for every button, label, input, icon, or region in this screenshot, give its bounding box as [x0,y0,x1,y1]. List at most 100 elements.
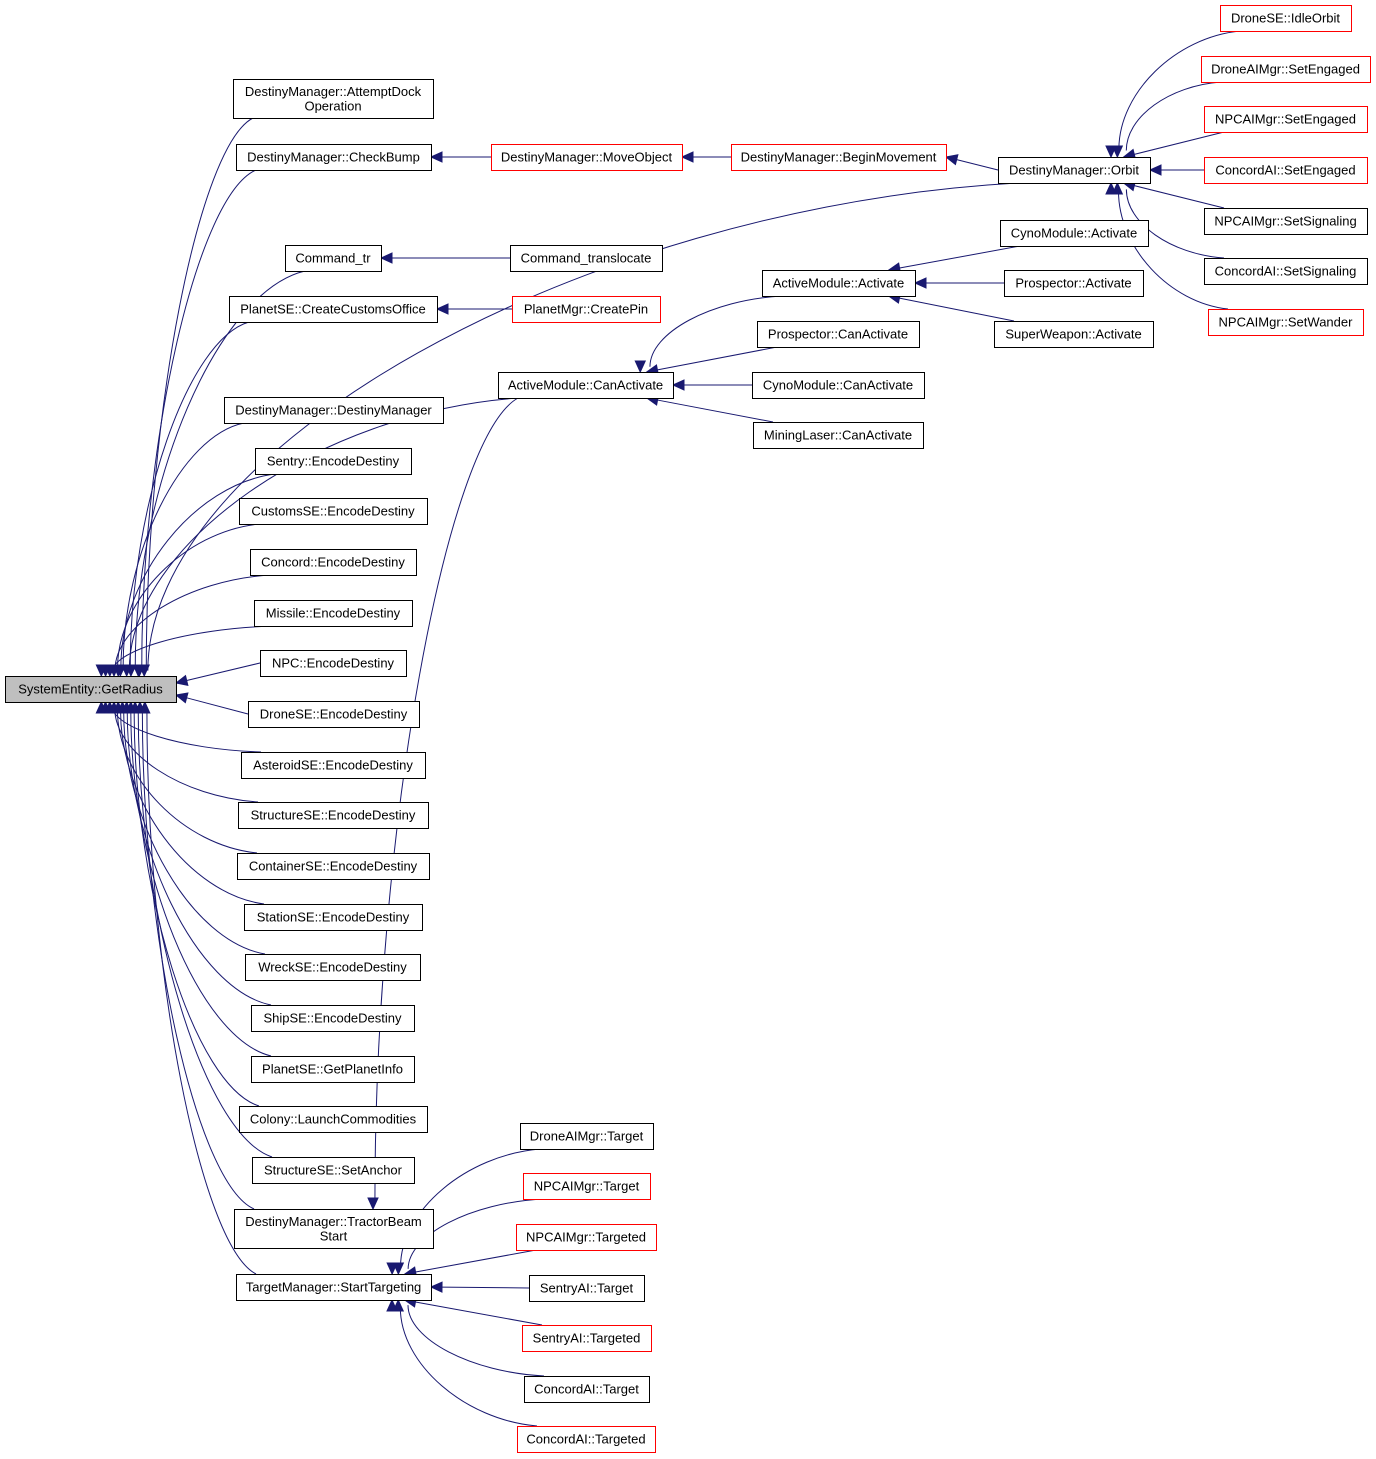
node-box[interactable] [757,321,920,348]
node-super-weapon-activate[interactable]: SuperWeapon::Activate [994,321,1154,348]
node-box[interactable] [529,1275,645,1302]
node-sentry-aitargeted[interactable]: SentryAI::Targeted [522,1325,652,1352]
node-box[interactable] [516,1224,657,1251]
node-box[interactable] [1220,5,1352,32]
node-box[interactable] [994,321,1154,348]
node-box[interactable] [523,1173,651,1200]
node-box[interactable] [731,144,947,171]
node-box[interactable] [998,157,1151,184]
node-npc-aiset-signaling[interactable]: NPCAIMgr::SetSignaling [1204,208,1368,235]
node-am-activate[interactable]: ActiveModule::Activate [762,270,916,297]
node-box[interactable] [1004,270,1144,297]
node-box[interactable] [255,448,412,475]
node-box[interactable] [245,954,421,981]
node-create-pin[interactable]: PlanetMgr::CreatePin [512,296,661,323]
node-npc-aiset-engaged[interactable]: NPCAIMgr::SetEngaged [1204,106,1368,133]
node-box[interactable] [236,144,432,171]
node-box[interactable] [285,245,382,272]
node-mining-can-activate[interactable]: MiningLaser::CanActivate [753,422,924,449]
node-drone-aitarget[interactable]: DroneAIMgr::Target [520,1123,654,1150]
node-box[interactable] [1204,258,1368,285]
node-box[interactable] [1000,220,1149,247]
node-box[interactable] [229,296,438,323]
node-move-object[interactable]: DestinyManager::MoveObject [491,144,683,171]
node-ship-encode[interactable]: ShipSE::EncodeDestiny [251,1005,415,1032]
node-root[interactable]: SystemEntity::GetRadius [5,676,177,703]
node-npc-aitargeted[interactable]: NPCAIMgr::Targeted [516,1224,657,1251]
node-box[interactable] [5,676,177,703]
node-box[interactable] [522,1325,652,1352]
node-begin-movement[interactable]: DestinyManager::BeginMovement [731,144,947,171]
node-start-targeting[interactable]: TargetManager::StartTargeting [236,1274,432,1301]
node-box[interactable] [498,372,674,399]
node-box[interactable] [241,752,426,779]
node-box[interactable] [524,1376,650,1403]
node-drone-idle-orbit[interactable]: DroneSE::IdleOrbit [1220,5,1352,32]
node-box[interactable] [250,549,417,576]
node-box[interactable] [1208,309,1364,336]
node-concord-set-signaling[interactable]: ConcordAI::SetSignaling [1204,258,1368,285]
node-cyno-activate[interactable]: CynoModule::Activate [1000,220,1149,247]
node-box[interactable] [239,1106,428,1133]
node-box[interactable] [244,904,423,931]
node-box[interactable] [234,1209,434,1249]
node-box[interactable] [1204,157,1368,184]
node-command-tr[interactable]: Command_tr [285,245,382,272]
node-box[interactable] [238,802,429,829]
node-missile-encode[interactable]: Missile::EncodeDestiny [254,600,413,627]
node-box[interactable] [224,397,444,424]
node-prospector-can-activate[interactable]: Prospector::CanActivate [757,321,920,348]
node-box[interactable] [260,650,407,677]
node-launch-commodities[interactable]: Colony::LaunchCommodities [239,1106,428,1133]
node-npc-aitarget[interactable]: NPCAIMgr::Target [523,1173,651,1200]
node-prospector-activate[interactable]: Prospector::Activate [1004,270,1144,297]
node-concord-set-engaged[interactable]: ConcordAI::SetEngaged [1204,157,1368,184]
node-sentry-aitarget[interactable]: SentryAI::Target [529,1275,645,1302]
node-cyno-can-activate[interactable]: CynoModule::CanActivate [752,372,925,399]
node-box[interactable] [251,1056,415,1083]
node-asteroid-encode[interactable]: AsteroidSE::EncodeDestiny [241,752,426,779]
node-planet-info[interactable]: PlanetSE::GetPlanetInfo [251,1056,415,1083]
node-box[interactable] [237,853,430,880]
node-box[interactable] [752,372,925,399]
node-destiny-ctor[interactable]: DestinyManager::DestinyManager [224,397,444,424]
node-container-encode[interactable]: ContainerSE::EncodeDestiny [237,853,430,880]
node-box[interactable] [248,701,420,728]
node-box[interactable] [1204,208,1368,235]
node-box[interactable] [512,296,661,323]
node-command-translocate[interactable]: Command_translocate [510,245,663,272]
node-box[interactable] [254,600,413,627]
node-concord-aitargeted[interactable]: ConcordAI::Targeted [517,1426,656,1453]
node-structure-encode[interactable]: StructureSE::EncodeDestiny [238,802,429,829]
node-box[interactable] [233,79,434,119]
node-am-can-activate[interactable]: ActiveModule::CanActivate [498,372,674,399]
node-box[interactable] [252,1157,415,1184]
node-create-customs-office[interactable]: PlanetSE::CreateCustomsOffice [229,296,438,323]
node-concord-encode[interactable]: Concord::EncodeDestiny [250,549,417,576]
node-box[interactable] [239,498,428,525]
node-sentry-encode[interactable]: Sentry::EncodeDestiny [255,448,412,475]
node-check-bump[interactable]: DestinyManager::CheckBump [236,144,432,171]
node-concord-aitarget[interactable]: ConcordAI::Target [524,1376,650,1403]
node-box[interactable] [753,422,924,449]
node-box[interactable] [517,1426,656,1453]
node-box[interactable] [762,270,916,297]
node-drone-encode[interactable]: DroneSE::EncodeDestiny [248,701,420,728]
node-box[interactable] [1204,106,1368,133]
node-customs-encode[interactable]: CustomsSE::EncodeDestiny [239,498,428,525]
node-npc-aiset-wander[interactable]: NPCAIMgr::SetWander [1208,309,1364,336]
node-station-encode[interactable]: StationSE::EncodeDestiny [244,904,423,931]
node-orbit[interactable]: DestinyManager::Orbit [998,157,1151,184]
node-box[interactable] [236,1274,432,1301]
node-box[interactable] [510,245,663,272]
node-drone-aiset-engaged[interactable]: DroneAIMgr::SetEngaged [1201,56,1371,83]
node-set-anchor[interactable]: StructureSE::SetAnchor [252,1157,415,1184]
node-box[interactable] [1201,56,1371,83]
node-wreck-encode[interactable]: WreckSE::EncodeDestiny [245,954,421,981]
node-box[interactable] [491,144,683,171]
node-npc-encode[interactable]: NPC::EncodeDestiny [260,650,407,677]
node-box[interactable] [520,1123,654,1150]
node-box[interactable] [251,1005,415,1032]
